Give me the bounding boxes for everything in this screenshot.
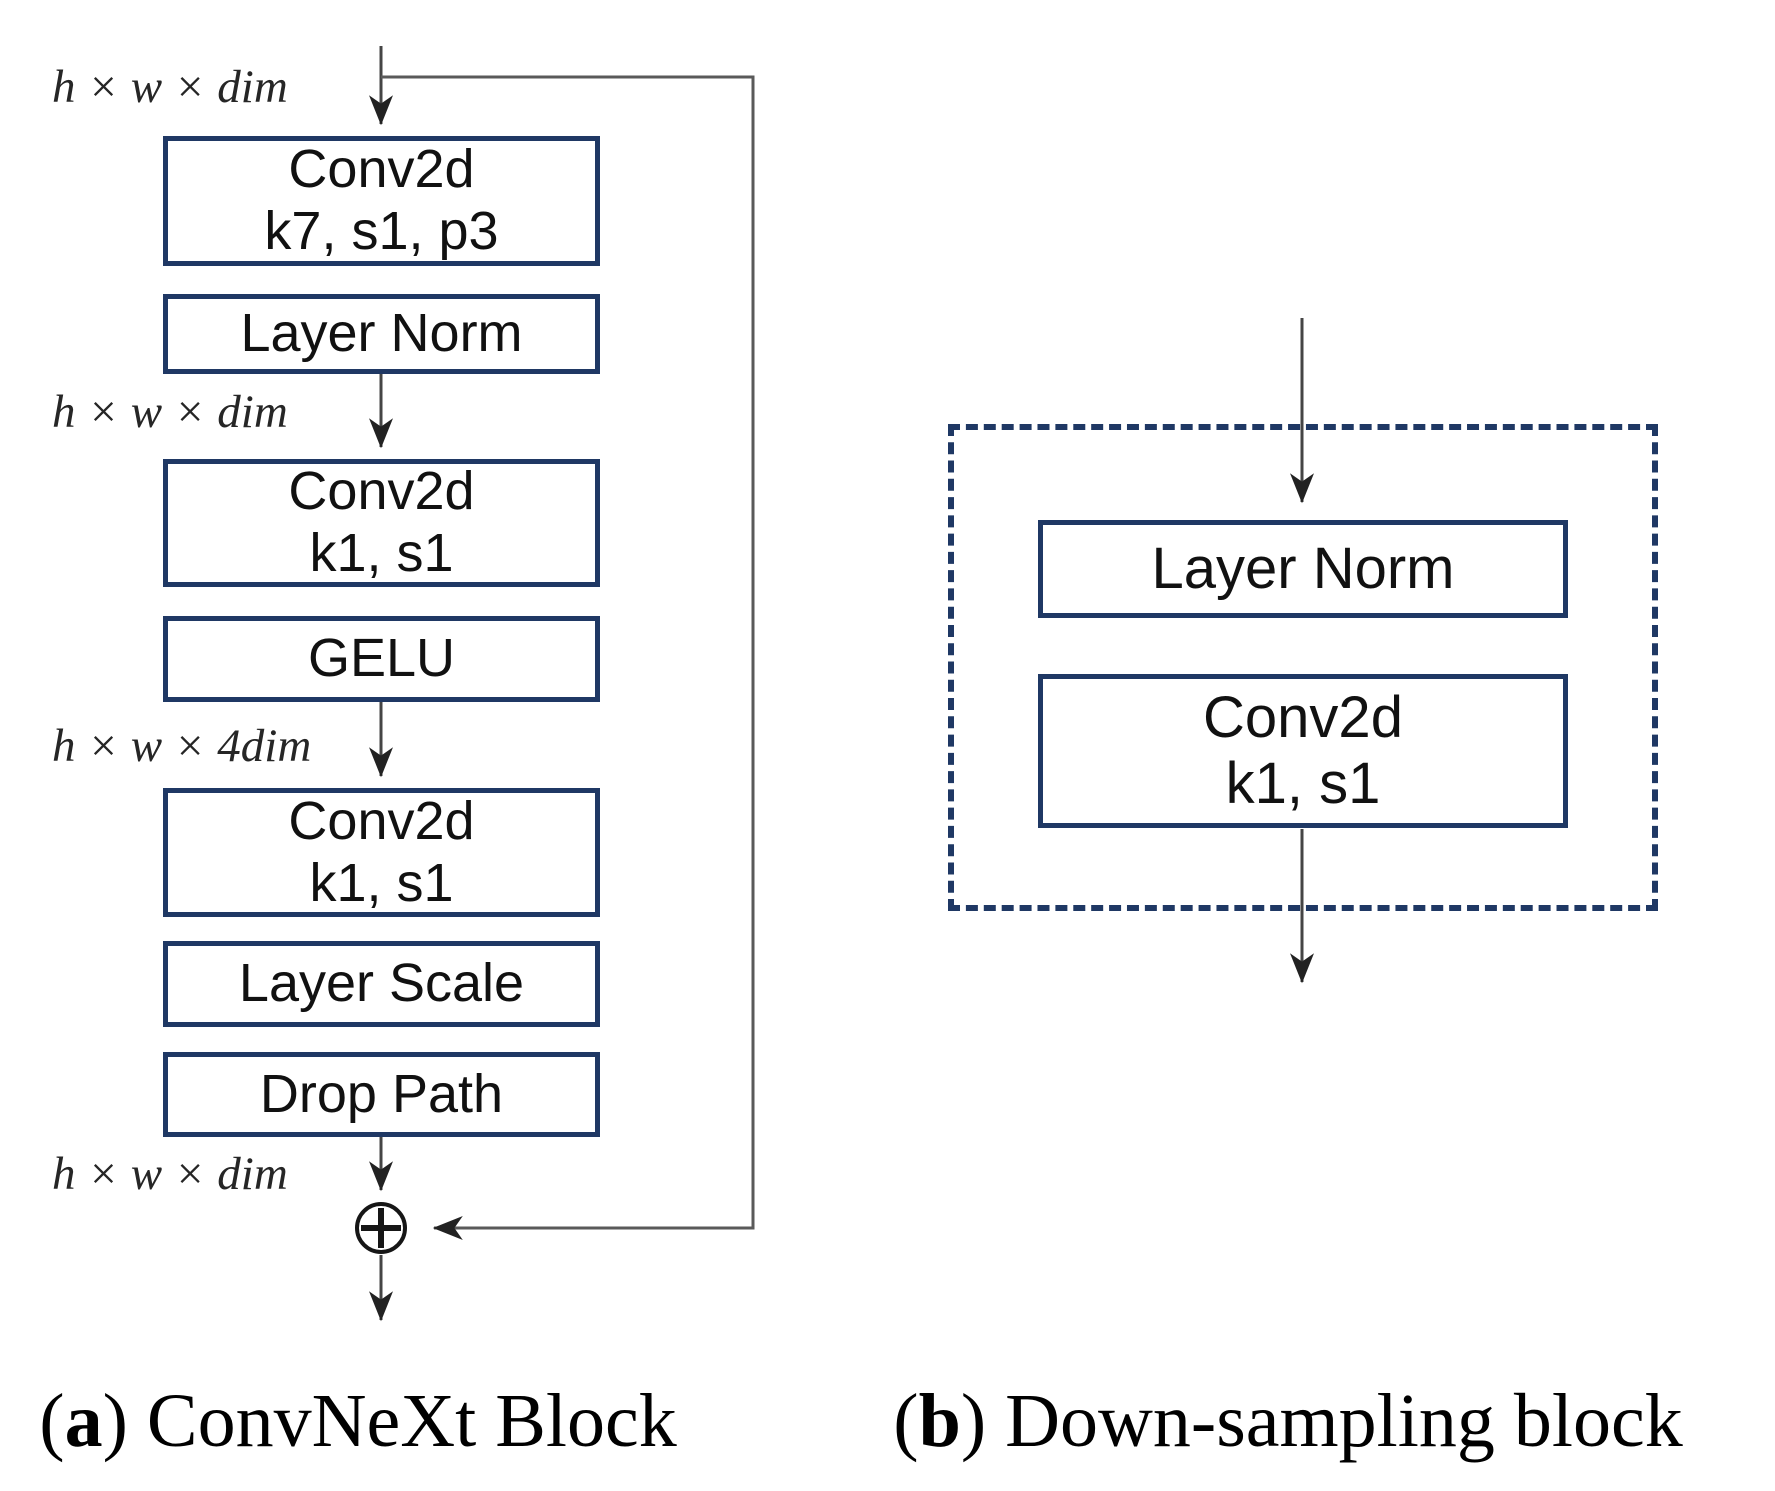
block-label-line: Layer Scale	[238, 953, 525, 1014]
tensor-shape-label: h × w × 4dim	[52, 720, 312, 772]
block-conv2d-k1s1: Conv2d k1, s1	[163, 459, 600, 587]
tensor-shape-label: h × w × dim	[52, 1148, 288, 1200]
caption-letter: a	[64, 1379, 103, 1463]
block-label-line: k7, s1, p3	[264, 201, 499, 261]
skip-connection-line	[381, 75, 755, 1240]
block-label-line: Conv2d	[288, 461, 475, 522]
block-label-line: k1, s1	[1225, 751, 1381, 816]
block-label-line: Conv2d	[288, 790, 475, 851]
caption-paren: (	[893, 1379, 919, 1463]
caption-text: ) ConvNeXt Block	[102, 1379, 677, 1463]
block-label-line: Layer Norm	[1151, 535, 1455, 601]
caption-panel-a: (a) ConvNeXt Block	[20, 1378, 696, 1465]
block-label-line: Layer Norm	[240, 303, 523, 364]
block-conv2d-k1s1: Conv2d k1, s1	[163, 788, 600, 917]
tensor-shape-label: h × w × dim	[52, 386, 288, 438]
caption-text: ) Down-sampling block	[960, 1379, 1683, 1463]
block-label-line: Conv2d	[288, 139, 475, 200]
block-layer-scale: Layer Scale	[163, 941, 600, 1027]
block-label-line: k1, s1	[309, 852, 454, 913]
block-label-line: k1, s1	[309, 523, 454, 583]
block-layer-norm: Layer Norm	[1038, 520, 1568, 618]
caption-panel-b: (b) Down-sampling block	[808, 1378, 1768, 1465]
block-label-line: GELU	[307, 628, 456, 689]
plus-circle-icon	[355, 1202, 407, 1254]
block-label-line: Drop Path	[259, 1063, 504, 1124]
caption-letter: b	[918, 1379, 961, 1463]
block-layer-norm: Layer Norm	[163, 294, 600, 374]
caption-paren: (	[39, 1379, 65, 1463]
block-drop-path: Drop Path	[163, 1052, 600, 1137]
block-label-line: Conv2d	[1203, 684, 1403, 750]
tensor-shape-label: h × w × dim	[52, 61, 288, 113]
block-gelu: GELU	[163, 616, 600, 702]
block-conv2d-k1s1: Conv2d k1, s1	[1038, 674, 1568, 828]
block-conv2d-k7s1p3: Conv2d k7, s1, p3	[163, 136, 600, 266]
